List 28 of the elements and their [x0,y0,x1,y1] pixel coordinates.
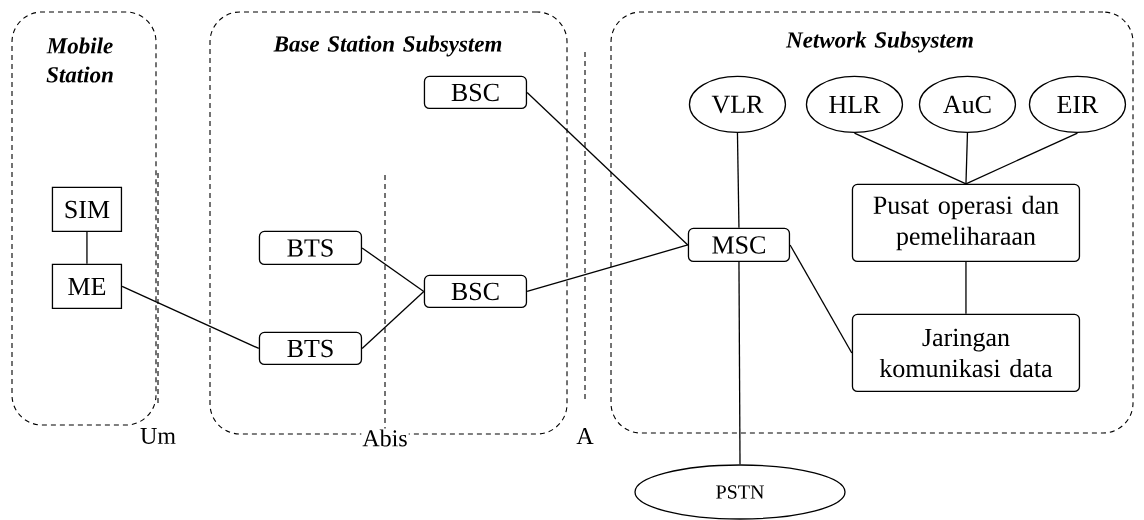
component-box: BSC [423,274,528,309]
component-box: BSC [423,75,528,110]
component-box: BTS [258,331,363,366]
interface-label: Um [139,427,177,445]
component-box: BTS [258,230,363,266]
connector-line [526,244,689,293]
group-title: Mobile Station [46,37,113,83]
component-box: ME [51,263,123,310]
connector-line [853,132,967,185]
connector-line [965,132,969,185]
connector-line [789,244,853,354]
connector-line [361,247,425,293]
group-title: Network Subsystem [785,31,973,53]
interface-label: A [575,427,595,445]
component-box: SIM [51,186,123,233]
connector-line [736,132,740,229]
connector-line [121,285,260,350]
interface-label: Abis [361,428,409,448]
connector-line [361,290,425,350]
component-box: MSC [687,227,791,263]
component-box: Jaringan komunikasi data [851,313,1081,393]
connector-line [965,132,1079,185]
connector-line [526,91,689,246]
component-box: Pusat operasi dan pemeliharaan [851,183,1081,263]
connector-line [86,231,88,265]
group-title: Base Station Subsystem [273,35,502,57]
connector-line [965,261,967,315]
connector-line [738,261,741,465]
